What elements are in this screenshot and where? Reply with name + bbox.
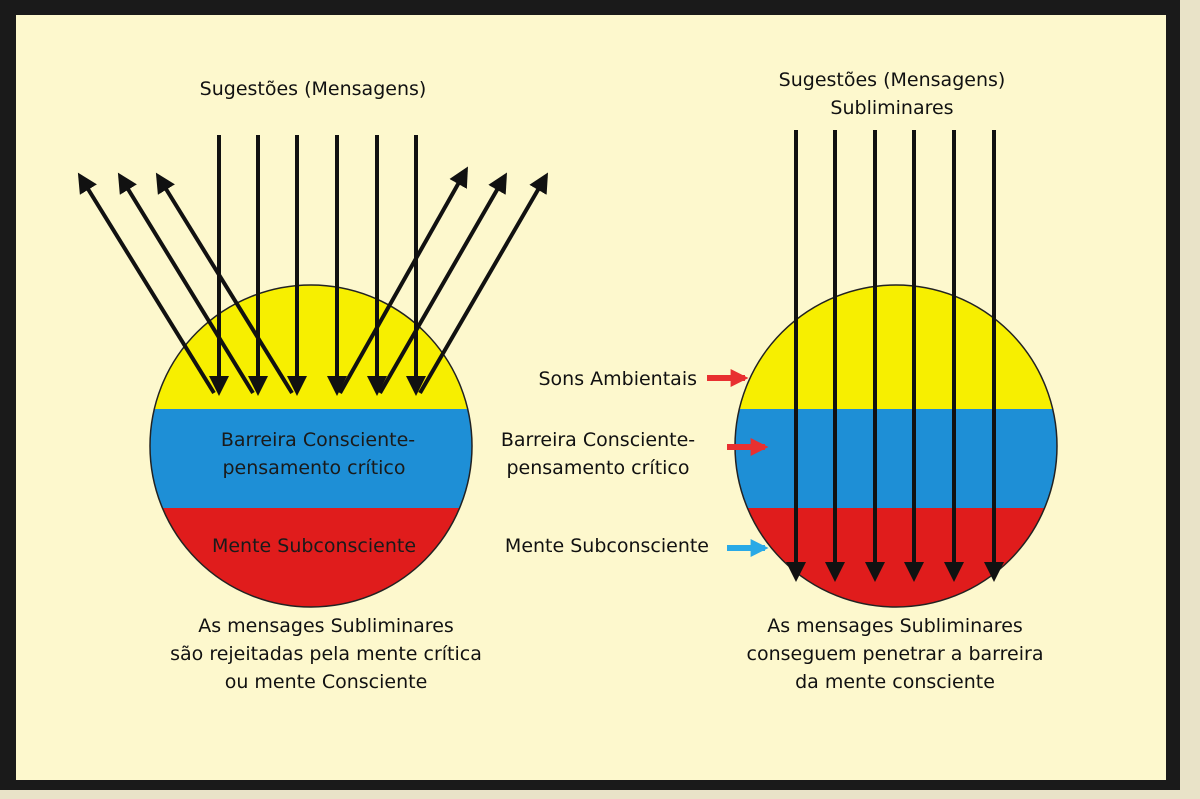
left-barrier-label-1: Barreira Consciente- xyxy=(221,429,415,451)
right-subconscious-layer xyxy=(735,508,1057,607)
left-caption-line-2: são rejeitadas pela mente crítica xyxy=(170,643,482,665)
left-reflect-arrow xyxy=(77,172,216,395)
right-barrier-layer xyxy=(735,409,1057,508)
left-reflect-arrow xyxy=(338,166,468,394)
left-reflected-arrows xyxy=(77,166,549,395)
right-barrier-label-2: pensamento crítico xyxy=(506,457,689,479)
left-reflect-arrow xyxy=(418,172,549,395)
ambient-sounds-label: Sons Ambientais xyxy=(538,368,697,390)
right-title-line-2: Subliminares xyxy=(830,97,953,119)
right-barrier-label-1: Barreira Consciente- xyxy=(501,429,695,451)
left-sphere-outline xyxy=(149,284,473,608)
left-subconscious-layer xyxy=(150,508,472,607)
left-reflect-arrow xyxy=(378,172,507,394)
left-subconscious-label: Mente Subconsciente xyxy=(212,535,416,557)
right-conscious-layer xyxy=(735,285,1057,409)
right-caption-line-1: As mensages Subliminares xyxy=(767,615,1023,637)
left-incoming-arrows xyxy=(209,135,426,396)
right-penetrating-arrows xyxy=(786,130,1004,582)
left-barrier-layer xyxy=(150,409,472,508)
right-caption-line-3: da mente consciente xyxy=(795,671,995,693)
left-reflect-arrow xyxy=(155,172,294,395)
right-sphere xyxy=(735,285,1057,607)
left-barrier-label-2: pensamento crítico xyxy=(222,457,405,479)
right-title-line-1: Sugestões (Mensagens) xyxy=(779,69,1006,91)
left-caption-line-3: ou mente Consciente xyxy=(225,671,428,693)
right-subconscious-label: Mente Subconsciente xyxy=(505,535,709,557)
left-caption-line-1: As mensages Subliminares xyxy=(198,615,454,637)
left-reflect-arrow xyxy=(117,172,255,395)
left-title: Sugestões (Mensagens) xyxy=(200,78,427,100)
right-caption-line-2: conseguem penetrar a barreira xyxy=(747,643,1044,665)
